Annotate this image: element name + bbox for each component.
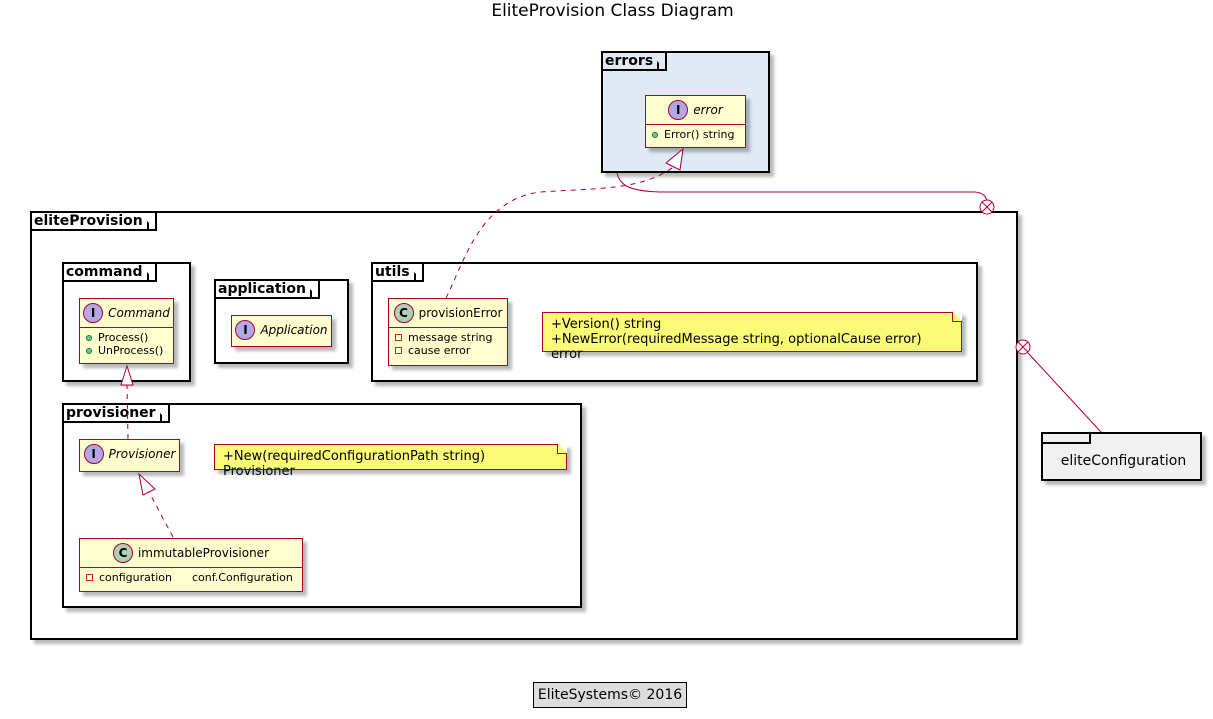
class-error-member: Error() string bbox=[664, 128, 735, 141]
class-icon: C bbox=[393, 303, 414, 323]
package-errors-label: errors bbox=[603, 53, 668, 71]
note-utils-line1: +Version() string bbox=[551, 317, 662, 332]
note-utils: +Version() string +NewError(requiredMess… bbox=[542, 312, 962, 362]
public-method-icon bbox=[86, 347, 92, 354]
realization-edge-provisionError-error bbox=[445, 167, 673, 299]
interface-icon: I bbox=[83, 444, 104, 464]
class-command-name: Command bbox=[108, 306, 170, 320]
nesting-edge-errors bbox=[616, 172, 988, 204]
class-icon: C bbox=[112, 543, 133, 563]
class-provisionError-member: message string bbox=[408, 331, 493, 344]
class-error: I error Error() string bbox=[645, 95, 746, 148]
package-utils-label: utils bbox=[373, 264, 424, 282]
class-provisionError: C provisionError message string cause er… bbox=[388, 298, 508, 366]
class-application-name: Application bbox=[260, 323, 328, 337]
private-field-icon bbox=[395, 334, 402, 341]
diagram-title: EliteProvision Class Diagram bbox=[491, 1, 734, 21]
package-provisioner-label: provisioner bbox=[64, 405, 170, 423]
realization-edge-provisioner-command bbox=[126, 384, 129, 440]
interface-icon: I bbox=[83, 303, 104, 323]
class-provisionError-member: cause error bbox=[408, 344, 471, 357]
class-immutableProvisioner-name: immutableProvisioner bbox=[137, 546, 270, 560]
package-eliteConfiguration-label: eliteConfiguration bbox=[1060, 453, 1187, 469]
class-immutableProvisioner-member-name: configuration bbox=[99, 571, 172, 584]
class-command-member: UnProcess() bbox=[98, 344, 164, 357]
class-application: I Application bbox=[231, 315, 332, 347]
private-field-icon bbox=[395, 347, 402, 354]
realization-arrowhead bbox=[138, 472, 156, 496]
package-eliteConfiguration: eliteConfiguration bbox=[1041, 432, 1202, 481]
nesting-edge-config bbox=[1027, 352, 1102, 433]
package-application-label: application bbox=[216, 281, 320, 299]
realization-arrowhead bbox=[120, 364, 134, 386]
note-provisioner-text: +New(requiredConfigurationPath string) P… bbox=[223, 449, 486, 479]
footer-caption: EliteSystems© 2016 bbox=[533, 682, 687, 708]
realization-arrowhead bbox=[665, 147, 684, 171]
class-command-member: Process() bbox=[98, 331, 149, 344]
interface-icon: I bbox=[668, 100, 689, 120]
private-field-icon bbox=[86, 574, 93, 581]
class-command: I Command Process() UnProcess() bbox=[79, 298, 174, 364]
class-provisioner: I Provisioner bbox=[79, 439, 180, 472]
class-error-name: error bbox=[693, 103, 723, 117]
public-method-icon bbox=[86, 334, 92, 341]
interface-icon: I bbox=[235, 320, 256, 340]
package-command-label: command bbox=[64, 264, 157, 282]
class-immutableProvisioner: C immutableProvisioner configuration con… bbox=[79, 538, 303, 592]
package-eliteConfiguration-tab bbox=[1043, 434, 1091, 444]
realization-edge-immutable-provisioner bbox=[148, 491, 174, 538]
class-provisionError-name: provisionError bbox=[418, 306, 503, 320]
class-provisioner-name: Provisioner bbox=[108, 447, 176, 461]
package-eliteProvision-label: eliteProvision bbox=[32, 213, 157, 231]
public-method-icon bbox=[652, 131, 658, 138]
note-provisioner: +New(requiredConfigurationPath string) P… bbox=[214, 444, 567, 479]
class-immutableProvisioner-member-type: conf.Configuration bbox=[191, 571, 293, 584]
note-utils-line2: +NewError(requiredMessage string, option… bbox=[551, 332, 922, 362]
